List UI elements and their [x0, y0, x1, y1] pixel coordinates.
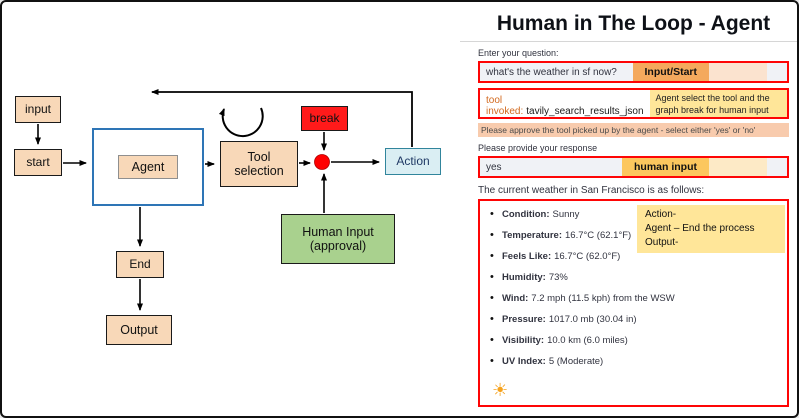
- flow-node-tool-selection: Tool selection: [220, 141, 298, 187]
- response-input[interactable]: yes: [480, 158, 622, 176]
- tool-invoked-text: tool invoked:tavily_search_results_json: [480, 90, 650, 117]
- weather-annotation: Action- Agent – End the process Output-: [637, 205, 785, 253]
- flow-arrows-layer: [35, 89, 413, 311]
- weather-item-value: 7.2 mph (11.5 kph) from the WSW: [531, 293, 675, 304]
- weather-annotation-line: Action-: [645, 209, 677, 220]
- weather-item-label: Pressure:: [502, 314, 546, 325]
- flow-node-agent-label: Agent: [117, 154, 179, 180]
- tool-invoked-value: tavily_search_results_json: [526, 106, 644, 117]
- flow-node-agent: Agent: [92, 128, 204, 206]
- question-row-end: [767, 63, 787, 81]
- weather-intro: The current weather in San Francisco is …: [478, 185, 705, 196]
- tool-invoked-label: tool invoked:: [486, 95, 524, 117]
- flow-node-input-label: input: [24, 101, 52, 116]
- app-panel: Human in The Loop - Agent Enter your que…: [460, 2, 797, 416]
- tool-annotation-line1: Agent select the tool and the: [655, 93, 770, 103]
- flow-node-human-input-label-line2: (approval): [309, 239, 367, 253]
- weather-item-value: 73%: [548, 272, 568, 283]
- tool-annotation: Agent select the tool and the graph brea…: [649, 90, 787, 117]
- weather-item-value: 16.7°C (62.0°F): [554, 251, 621, 262]
- weather-item: Pressure:1017.0 mb (30.04 in): [486, 313, 779, 325]
- tool-invoked-row: tool invoked:tavily_search_results_json …: [478, 88, 789, 119]
- sun-icon: ☀: [492, 380, 509, 400]
- flow-node-input: input: [15, 96, 61, 123]
- flow-node-human-input: Human Input (approval): [281, 214, 395, 264]
- flow-node-break-label: break: [309, 110, 340, 125]
- flow-node-start-label: start: [26, 154, 50, 169]
- response-label: Please provide your response: [478, 143, 598, 153]
- flow-node-end: End: [116, 251, 164, 278]
- arrow-feedback-loop: [151, 89, 413, 147]
- approve-prompt: Please approve the tool picked up by the…: [478, 123, 789, 137]
- flow-node-human-input-label-line1: Human Input: [302, 224, 374, 239]
- flow-node-output-label: Output: [120, 322, 158, 337]
- weather-item: Wind:7.2 mph (11.5 kph) from the WSW: [486, 292, 779, 304]
- weather-item: Visibility:10.0 km (6.0 miles): [486, 334, 779, 346]
- weather-item: Temperature:16.7°C (62.1°F): [486, 229, 779, 241]
- question-annotation: Input/Start: [632, 63, 709, 81]
- weather-item-label: Feels Like:: [502, 251, 552, 262]
- weather-item-value: 5 (Moderate): [548, 356, 604, 367]
- response-annotation-tail: [709, 158, 767, 176]
- response-annotation: human input: [622, 158, 709, 176]
- weather-item-label: Condition:: [502, 209, 550, 220]
- weather-item-label: Temperature:: [502, 230, 563, 241]
- weather-panel: Condition:Sunny Temperature:16.7°C (62.1…: [478, 199, 789, 407]
- page-title: Human in The Loop - Agent: [496, 12, 771, 35]
- flow-node-action: Action: [385, 148, 441, 175]
- flowchart: input start Agent Tool selection break A…: [2, 2, 472, 416]
- question-input[interactable]: what's the weather in sf now?: [480, 63, 633, 81]
- weather-annotation-line: Agent – End the process: [645, 223, 755, 234]
- breakpoint-dot: [314, 154, 330, 170]
- weather-item: Condition:Sunny: [486, 208, 779, 220]
- question-row: what's the weather in sf now? Input/Star…: [478, 61, 789, 83]
- response-row-end: [767, 158, 787, 176]
- weather-item: Feels Like:16.7°C (62.0°F): [486, 250, 779, 262]
- question-label: Enter your question:: [478, 48, 559, 58]
- flow-node-action-label: Action: [396, 153, 430, 168]
- weather-item-label: Wind:: [502, 293, 529, 304]
- flow-node-break: break: [301, 106, 348, 131]
- response-row: yes human input: [478, 156, 789, 178]
- weather-item-label: Visibility:: [502, 335, 545, 346]
- flow-node-start: start: [14, 149, 62, 176]
- weather-item: Humidity:73%: [486, 271, 779, 283]
- weather-annotation-line: Output-: [645, 237, 679, 248]
- flow-node-output: Output: [106, 315, 172, 345]
- weather-item: UV Index:5 (Moderate): [486, 355, 779, 367]
- weather-item-label: Humidity:: [502, 272, 546, 283]
- title-divider: [460, 41, 797, 42]
- flow-node-tool-selection-label: Tool selection: [234, 149, 284, 178]
- weather-item-label: UV Index:: [502, 356, 546, 367]
- weather-item-value: Sunny: [552, 209, 580, 220]
- loop-arrow-icon: [218, 107, 264, 138]
- weather-item-value: 10.0 km (6.0 miles): [547, 335, 628, 346]
- flow-node-end-label: End: [129, 256, 151, 271]
- tool-annotation-line2: graph break for human input: [655, 105, 769, 116]
- question-annotation-tail: [709, 63, 767, 81]
- weather-item-value: 1017.0 mb (30.04 in): [548, 314, 637, 325]
- weather-item-value: 16.7°C (62.1°F): [565, 230, 632, 241]
- weather-list: Condition:Sunny Temperature:16.7°C (62.1…: [486, 208, 779, 367]
